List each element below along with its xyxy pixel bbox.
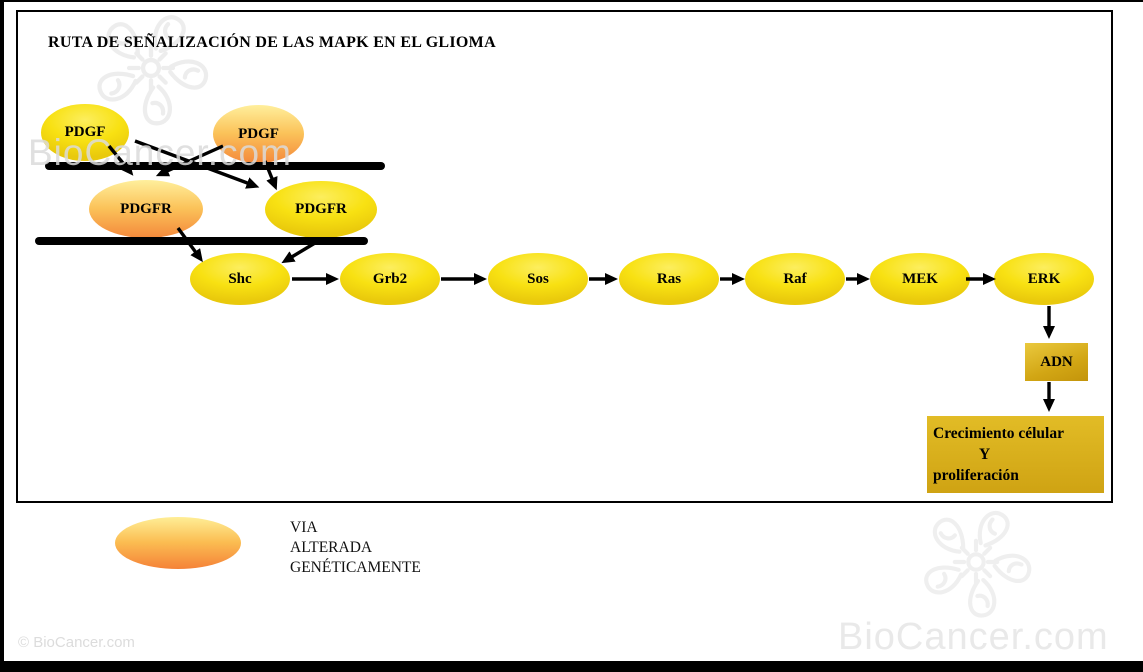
node-erk: ERK (994, 253, 1094, 305)
outer-border-bottom (0, 661, 1143, 672)
copyright-label: © BioCancer.com (18, 634, 135, 651)
diagram-border (16, 10, 1113, 503)
legend-line-1: VIA (290, 519, 318, 536)
node-raf: Raf (745, 253, 845, 305)
node-pdgfr-left: PDGFR (89, 180, 203, 238)
node-mek: MEK (870, 253, 970, 305)
biocancer-flower-icon (97, 15, 209, 126)
node-grb2: Grb2 (340, 253, 440, 305)
legend-altered-ellipse (115, 517, 241, 569)
outcome-line-3: proliferación (933, 467, 1019, 484)
arrow-pdgfR-pdgfrL (155, 144, 224, 177)
arrow-pdgfrL-shc (176, 226, 203, 263)
arrow-pdgfrR-shc (281, 241, 316, 264)
membrane-line-lower (35, 237, 368, 245)
biocancer-flower-icon (924, 511, 1032, 618)
legend-text: VIA ALTERADA GENÉTICAMENTE (290, 518, 421, 578)
legend-line-3: GENÉTICAMENTE (290, 559, 421, 576)
node-shc: Shc (190, 253, 290, 305)
node-sos: Sos (488, 253, 588, 305)
legend-line-2: ALTERADA (290, 539, 373, 556)
arrow-pdgfR-pdgfrR (263, 160, 278, 191)
node-pdgf-right: PDGF (213, 105, 304, 163)
node-pdgfr-right: PDGFR (265, 181, 377, 238)
outer-border-top (0, 0, 1143, 2)
outcome-line-2: Y (979, 446, 991, 463)
membrane-line-upper (45, 162, 385, 170)
outcome-line-1: Crecimiento célular (933, 425, 1064, 442)
arrow-pdgfL-pdgfrL (107, 144, 134, 176)
node-adn: ADN (1025, 343, 1088, 381)
diagram-title: RUTA DE SEÑALIZACIÓN DE LAS MAPK EN EL G… (48, 34, 496, 51)
watermark-text-top-left: BioCancer.com (28, 132, 292, 173)
node-ras: Ras (619, 253, 719, 305)
outer-border-left (0, 0, 4, 672)
outcome-box: Crecimiento célular Y proliferación (927, 416, 1104, 493)
arrow-pdgfL-pdgfrR (134, 139, 260, 189)
watermark-text-bottom-right: BioCancer.com (838, 616, 1109, 658)
